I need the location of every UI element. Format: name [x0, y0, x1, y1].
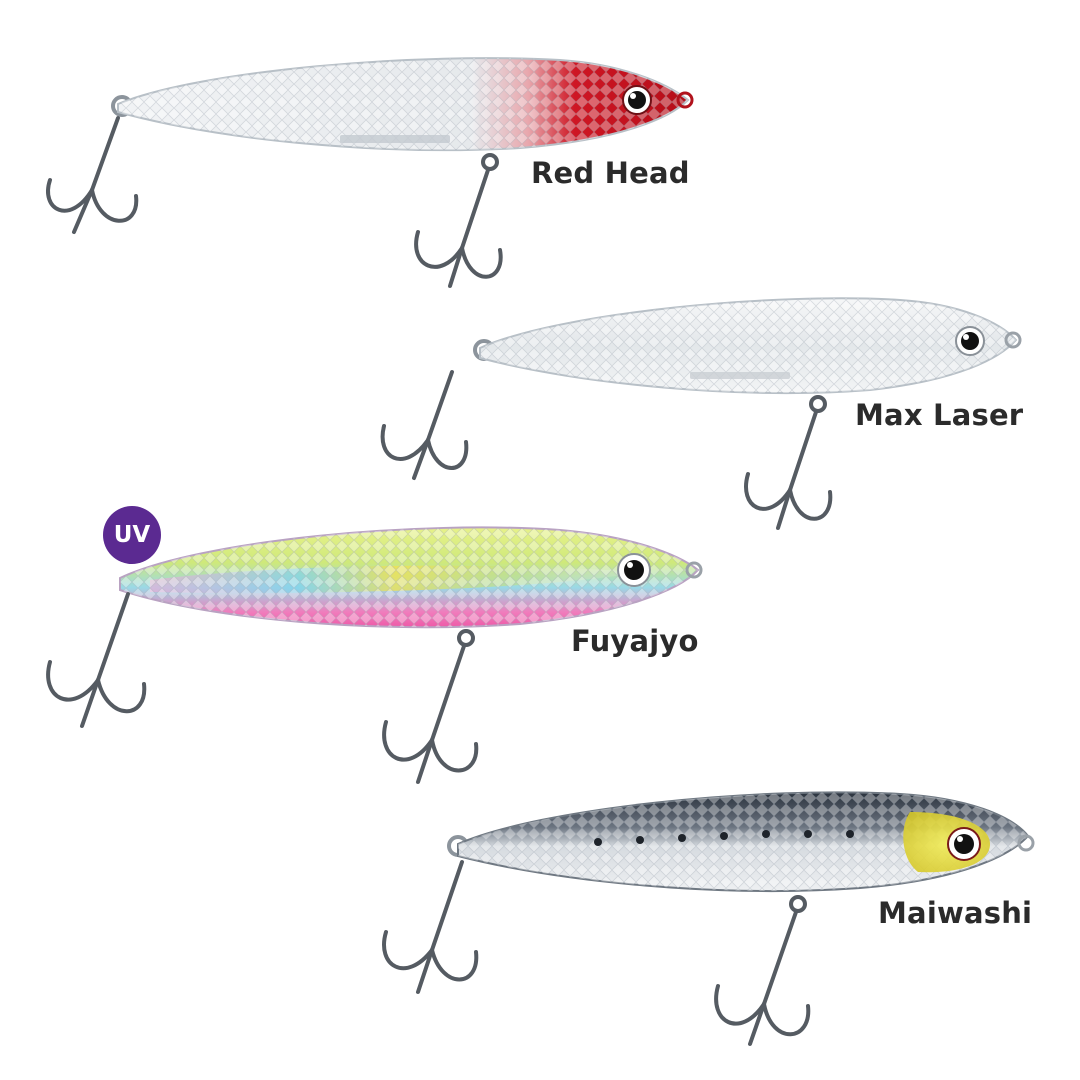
- treble-hook-icon: [46, 116, 139, 234]
- lure-max-laser: [380, 297, 1022, 530]
- treble-hook-icon: [380, 370, 469, 480]
- lure-maiwashi: [382, 791, 1035, 1046]
- treble-hook-icon: [382, 860, 479, 994]
- treble-hook-icon: [744, 395, 833, 530]
- lure-label-maiwashi: Maiwashi: [878, 896, 1033, 930]
- body-spots: [594, 830, 854, 846]
- lure-red-head: [46, 57, 694, 288]
- treble-hook-icon: [414, 153, 503, 288]
- treble-hook-icon: [46, 592, 147, 728]
- lure-label-red-head: Red Head: [531, 156, 690, 190]
- treble-hook-icon: [714, 895, 811, 1046]
- lure-label-fuyajyo: Fuyajyo: [571, 624, 699, 658]
- lure-fuyajyo: [46, 526, 703, 784]
- treble-hook-icon: [382, 629, 479, 784]
- uv-badge: UV: [103, 506, 161, 564]
- lure-label-max-laser: Max Laser: [855, 398, 1024, 432]
